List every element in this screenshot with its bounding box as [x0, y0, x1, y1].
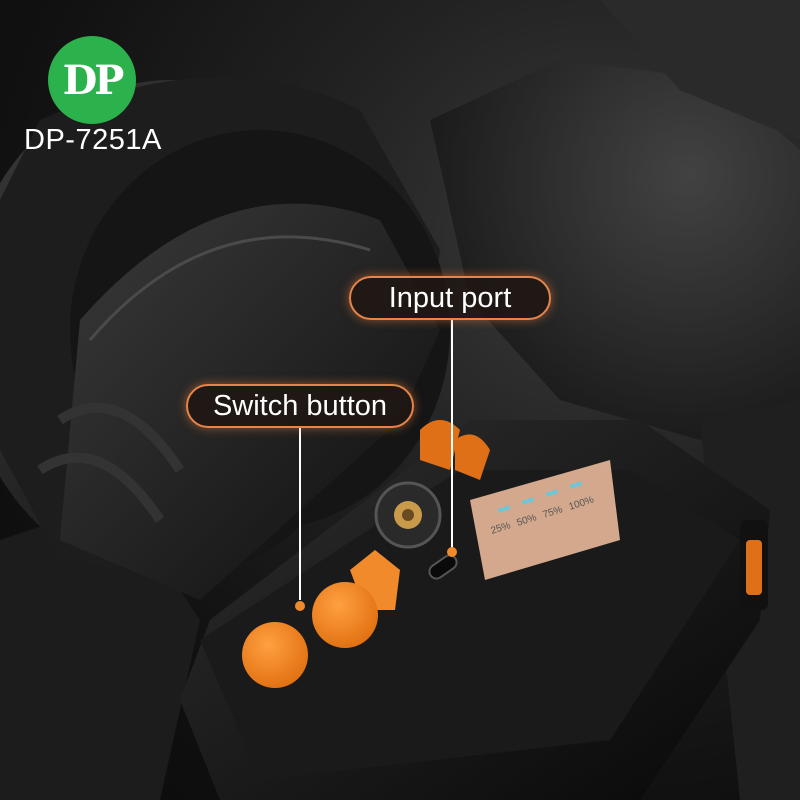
- battery-bar-100: [569, 481, 583, 489]
- switch-button-2: [312, 582, 378, 648]
- model-number: DP-7251A: [24, 124, 162, 156]
- battery-bar-50: [521, 497, 535, 505]
- callout-switch-button: Switch button: [186, 384, 414, 428]
- callout-input-port: Input port: [349, 276, 551, 320]
- usb-c-port: [428, 554, 458, 580]
- switch-button-1: [242, 622, 308, 688]
- callout-lines: [295, 318, 457, 611]
- brand-logo: DP: [48, 36, 136, 124]
- controls: [242, 420, 490, 688]
- brand-logo-text: DP: [62, 56, 125, 104]
- control-body: [180, 420, 770, 800]
- battery-bar-75: [545, 489, 559, 497]
- battery-bar-25: [497, 505, 511, 513]
